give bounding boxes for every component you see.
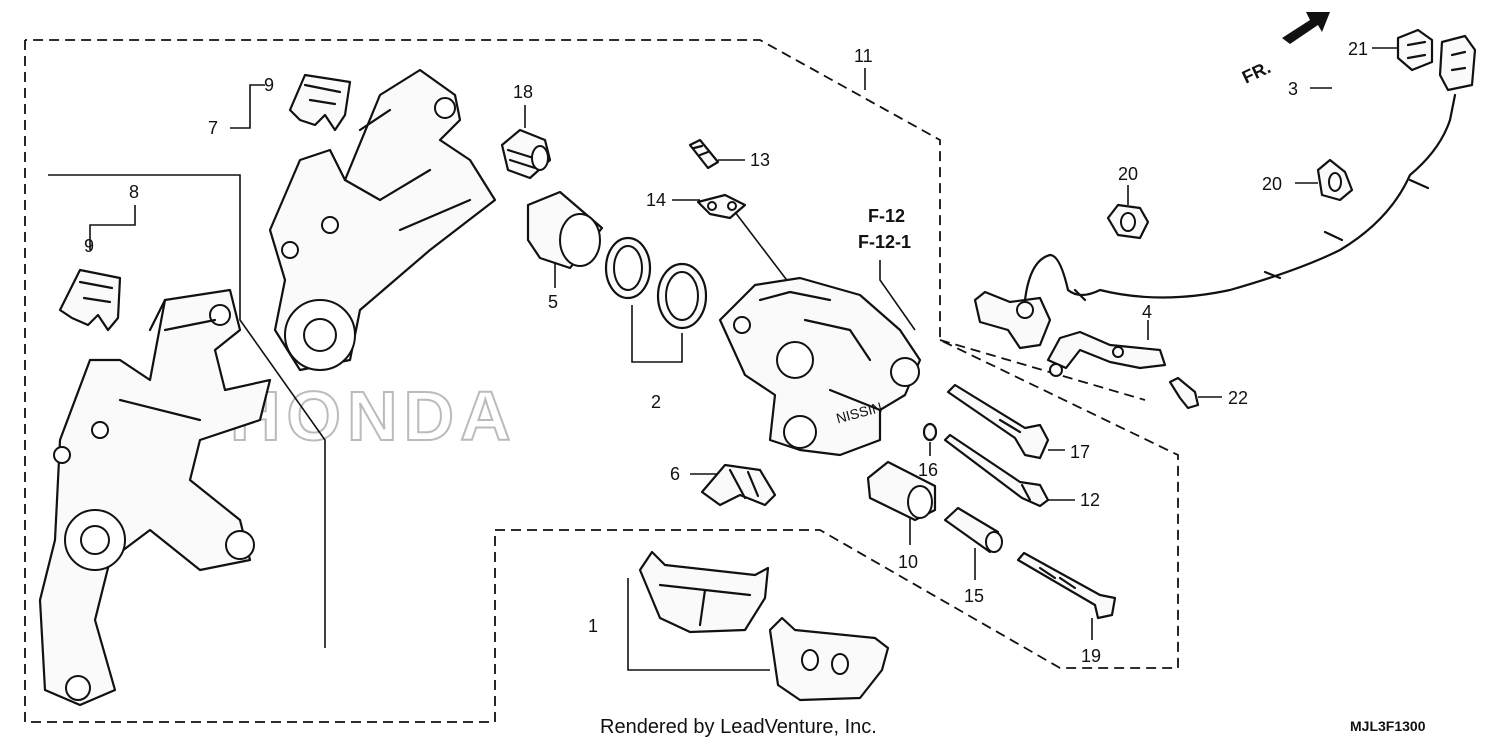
callout-9-upper: 9 — [264, 75, 274, 95]
caliper-bracket-8 — [38, 288, 272, 707]
leader-1 — [627, 578, 770, 671]
leader-8 — [89, 205, 136, 250]
pad-spring-clip-9-upper — [288, 73, 352, 132]
assembly-outline-main — [24, 39, 1179, 723]
callout-9-lower: 9 — [84, 236, 94, 256]
o-ring-16 — [922, 422, 938, 442]
wire-clamp-20-left — [1106, 203, 1150, 240]
callout-4: 4 — [1142, 302, 1152, 322]
piston-boot-18 — [500, 128, 552, 180]
bleeder-screw-13 — [688, 138, 720, 170]
piston-seals-2 — [604, 236, 708, 330]
bracket-8-group-line — [48, 174, 326, 648]
callout-22: 22 — [1228, 388, 1248, 408]
ref-label-f12-1: F-12-1 — [858, 232, 911, 252]
callout-5: 5 — [548, 292, 558, 312]
ref-label-f12: F-12 — [868, 206, 905, 226]
fr-label: FR. — [1239, 57, 1274, 87]
callout-20-left: 20 — [1118, 164, 1138, 184]
leader-7 — [230, 84, 265, 129]
callout-13: 13 — [750, 150, 770, 170]
callout-2: 2 — [651, 392, 661, 412]
callout-7: 7 — [208, 118, 218, 138]
callout-6: 6 — [670, 464, 680, 484]
front-direction-indicator: FR. — [1239, 12, 1330, 88]
sleeve-15 — [943, 506, 1003, 554]
bolt-19 — [1016, 551, 1117, 620]
pad-retainer-6 — [700, 463, 777, 507]
leader-ref-f12 — [879, 260, 916, 331]
brake-pad-1-lower — [768, 616, 890, 702]
piston-5 — [526, 190, 604, 270]
callout-14: 14 — [646, 190, 666, 210]
callout-20-right: 20 — [1262, 174, 1282, 194]
diagram-code: MJL3F1300 — [1350, 718, 1426, 734]
leader-2 — [631, 305, 683, 363]
sensor-stay-4 — [1046, 330, 1167, 377]
bleeder-cap-14 — [696, 193, 747, 220]
callout-17: 17 — [1070, 442, 1090, 462]
callout-19: 19 — [1081, 646, 1101, 666]
connector-clip-21 — [1396, 28, 1434, 72]
brake-pad-1-upper — [638, 550, 770, 634]
callout-12: 12 — [1080, 490, 1100, 510]
callout-15: 15 — [964, 586, 984, 606]
pin-12 — [943, 433, 1050, 508]
assembly-outline-caliper — [939, 339, 1146, 401]
honda-watermark: HONDA — [230, 377, 517, 455]
callout-11: 11 — [854, 46, 873, 66]
pad-spring-clip-9-lower — [58, 268, 122, 332]
callout-8: 8 — [129, 182, 139, 202]
wheel-speed-sensor-3 — [973, 34, 1477, 350]
wire-clamp-20-right — [1316, 158, 1354, 202]
footer-credit: Rendered by LeadVenture, Inc. — [600, 716, 877, 738]
callout-18: 18 — [513, 82, 533, 102]
caliper-body-11: NISSIN — [718, 276, 922, 457]
bolt-22 — [1168, 376, 1200, 410]
callout-3: 3 — [1288, 79, 1298, 99]
callout-21: 21 — [1348, 39, 1368, 59]
callout-16: 16 — [918, 460, 938, 480]
caliper-bracket-7 — [268, 68, 497, 372]
callout-10: 10 — [898, 552, 918, 572]
callout-1: 1 — [588, 616, 598, 636]
sleeve-10 — [866, 460, 937, 522]
pin-bolt-17 — [946, 383, 1050, 460]
